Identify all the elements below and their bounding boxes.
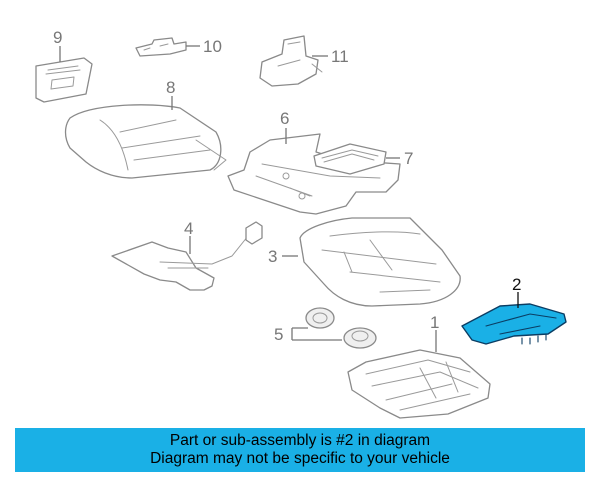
callout-9: 9 (53, 28, 62, 47)
callout-3: 3 (268, 247, 277, 266)
part-3-seat-cushion: 3 (268, 217, 461, 307)
callout-4: 4 (184, 219, 193, 238)
part-2-trim-highlighted: 2 (461, 275, 567, 345)
callout-8: 8 (166, 78, 175, 97)
banner-line-2: Diagram may not be specific to your vehi… (150, 450, 450, 467)
part-6-mat: 6 (227, 109, 401, 215)
banner-line-1: Part or sub-assembly is #2 in diagram (169, 432, 431, 449)
part-7-module: 7 (313, 143, 413, 175)
part-1-seat-pan: 1 (347, 313, 491, 419)
callout-1: 1 (430, 313, 439, 332)
part-4-sensor-mat: 4 (111, 219, 263, 291)
part-11-bracket: 11 (259, 35, 349, 87)
callout-7: 7 (404, 149, 413, 168)
info-banner: Part or sub-assembly is #2 in diagram Di… (15, 428, 585, 472)
part-8-cushion-cover: 8 (64, 78, 227, 179)
callout-5: 5 (274, 325, 283, 344)
part-10-bracket: 10 (135, 37, 222, 57)
callout-6: 6 (280, 109, 289, 128)
callout-2: 2 (512, 275, 521, 294)
callout-11: 11 (331, 47, 349, 66)
callout-10: 10 (203, 37, 222, 56)
part-9-cover: 9 (35, 28, 93, 103)
part-5-fasteners: 5 (274, 307, 377, 349)
